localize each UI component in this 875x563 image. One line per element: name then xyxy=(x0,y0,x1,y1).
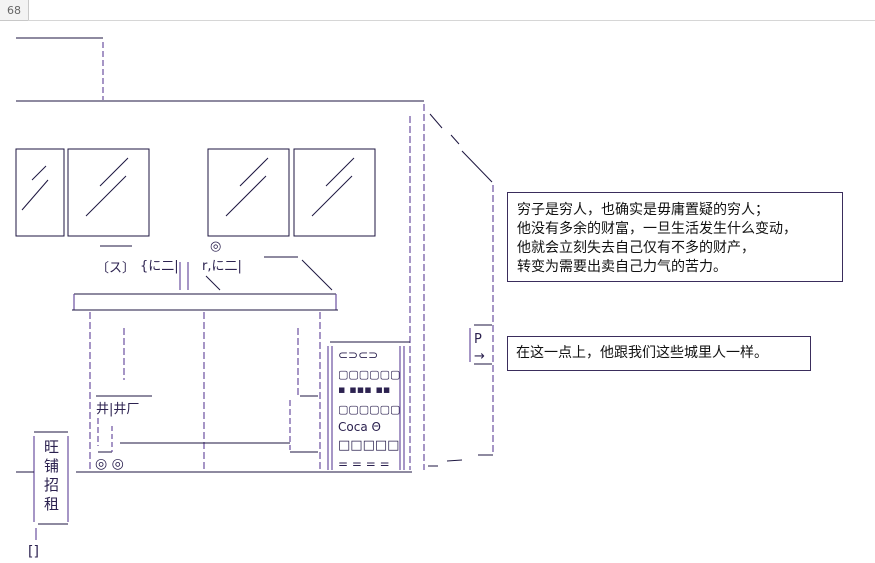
svg-text:井|井厂: 井|井厂 xyxy=(96,402,139,417)
rooftop-items: 〔ス〕 {に二| r,に二| ◎ xyxy=(96,239,333,291)
caption-line: 在这一点上，他跟我们这些城里人一样。 xyxy=(516,345,768,361)
svg-text:= = = =: = = = = xyxy=(338,457,390,471)
caption-line: 穷子是穷人，也确实是毋庸置疑的穷人； xyxy=(517,202,769,218)
caption-box-main: 穷子是穷人，也确实是毋庸置疑的穷人； 他没有多余的财富，一旦生活发生什么变动， 他就… xyxy=(507,192,843,282)
svg-text:□□□□□: □□□□□ xyxy=(338,438,399,453)
svg-text:{に二|: {に二| xyxy=(140,259,179,274)
rent-sign: 旺 铺 招 租 [] xyxy=(16,431,69,560)
svg-text:[]: [] xyxy=(28,544,39,560)
svg-text:◎ ◎: ◎ ◎ xyxy=(95,456,124,472)
caption-line: 他就会立刻失去自己仅有不多的财产， xyxy=(517,240,755,256)
caption-line: 转变为需要出卖自己力气的苦力。 xyxy=(517,259,727,275)
page-number-tab: 68 xyxy=(0,0,29,21)
roof-lines xyxy=(16,37,425,470)
svg-text:旺: 旺 xyxy=(44,438,59,456)
svg-text:▢▢▢▢▢▢: ▢▢▢▢▢▢ xyxy=(338,368,400,381)
svg-text:⊂⊃⊂⊃: ⊂⊃⊂⊃ xyxy=(338,348,378,362)
top-divider xyxy=(28,20,875,21)
svg-text:租: 租 xyxy=(44,495,59,513)
svg-text:▢▢▢▢▢▢: ▢▢▢▢▢▢ xyxy=(338,403,400,416)
svg-text:→: → xyxy=(474,349,485,364)
windows xyxy=(15,148,376,237)
svg-text:〔ス〕: 〔ス〕 xyxy=(96,261,135,276)
svg-text:◎: ◎ xyxy=(210,239,221,254)
caption-box-side: 在这一点上，他跟我们这些城里人一样。 xyxy=(507,336,811,371)
svg-text:招: 招 xyxy=(44,476,59,494)
svg-text:铺: 铺 xyxy=(44,457,59,475)
svg-text:P: P xyxy=(474,332,482,347)
storefront: 井|井厂 ◎ ◎ xyxy=(72,293,412,473)
svg-text:Coca Θ: Coca Θ xyxy=(338,420,381,434)
perspective-lines xyxy=(428,113,494,467)
side-door: P → xyxy=(469,324,492,365)
svg-text:▪ ▪▪▪ ▪▪: ▪ ▪▪▪ ▪▪ xyxy=(338,383,390,396)
svg-text:r,に二|: r,に二| xyxy=(202,259,242,274)
caption-line: 他没有多余的财富，一旦生活发生什么变动， xyxy=(517,221,797,237)
vending-machine: ⊂⊃⊂⊃ ▢▢▢▢▢▢ ▪ ▪▪▪ ▪▪ ▢▢▢▢▢▢ Coca Θ □□□□□… xyxy=(327,341,410,471)
